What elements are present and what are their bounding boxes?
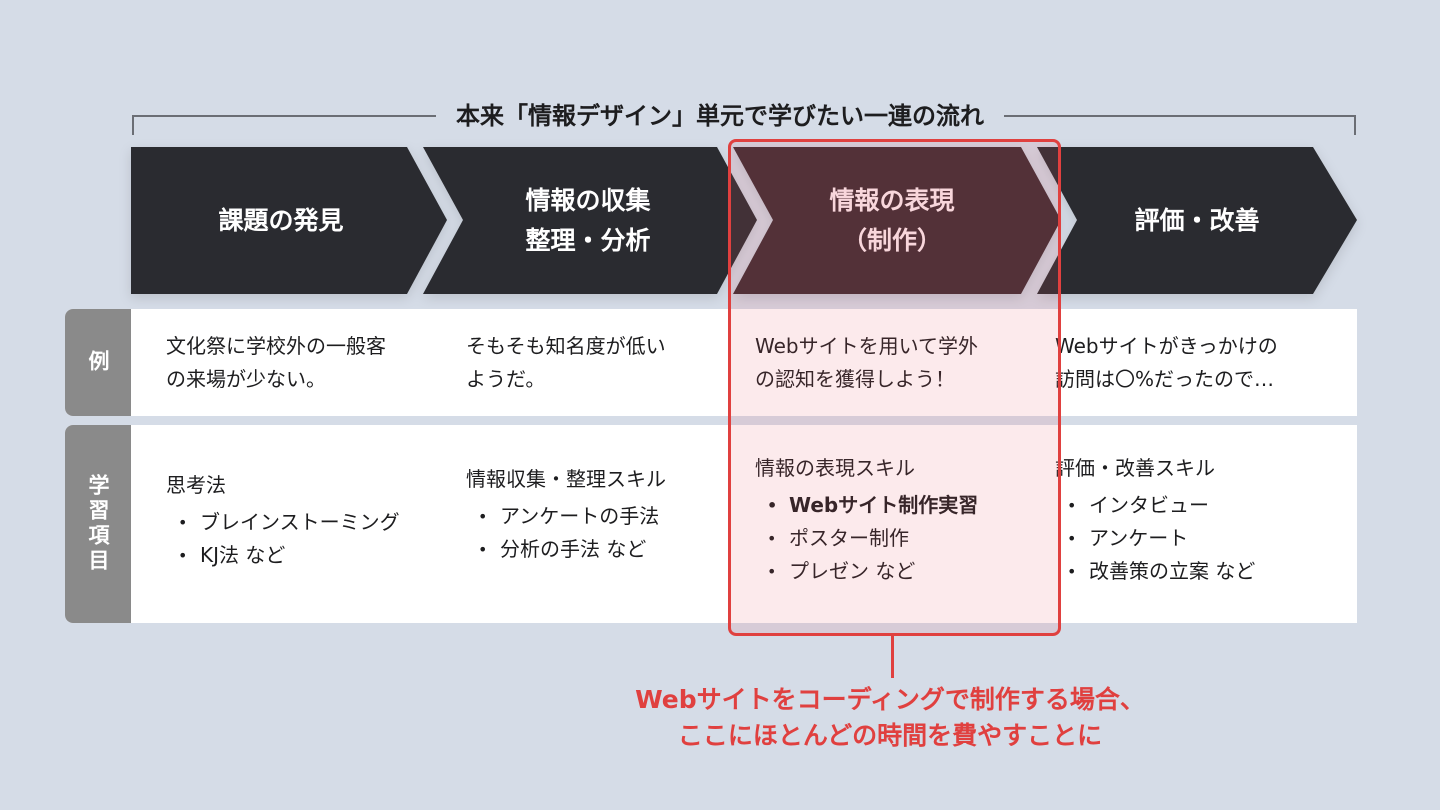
list-item: KJ法 など [166,539,400,572]
connector-line [891,636,894,678]
list-item: インタビュー [1055,489,1255,522]
stage-problem-discovery: 課題の発見 [218,205,344,235]
learning-heading: 情報収集・整理スキル [466,467,666,491]
example-row-label: 例 [65,309,131,416]
list-item: アンケート [1055,522,1255,555]
process-chevron-band: 課題の発見 情報の収集 整理・分析 情報の表現 （制作） 評価・改善 [131,147,1357,294]
learning-list: ブレインストーミング KJ法 など [166,506,400,572]
example-cell-2: そもそも知名度が低い ようだ。 [466,334,666,391]
learning-row: 学習項目 思考法 ブレインストーミング KJ法 など 情報収集・整理スキル アン… [65,425,1357,623]
annotation-note: Webサイトをコーディングで制作する場合、 ここにほとんどの時間を費やすことに [0,682,1440,754]
learning-row-label: 学習項目 [65,425,131,623]
stage-info-collection: 情報の収集 整理・分析 [525,185,651,255]
list-item: Webサイト制作実習 [755,489,978,522]
stage-info-expression: 情報の表現 （制作） [829,185,955,255]
learning-list: アンケートの手法 分析の手法 など [466,500,666,566]
learning-cell-4: 評価・改善スキル インタビュー アンケート 改善策の立案 など [1055,452,1255,588]
chevron-shapes [131,147,1357,294]
learning-heading: 思考法 [166,473,226,497]
example-row: 例 文化祭に学校外の一般客 の来場が少ない。 そもそも知名度が低い ようだ。 W… [65,309,1357,416]
list-item: ポスター制作 [755,522,978,555]
list-item: 分析の手法 など [466,533,666,566]
learning-cell-2: 情報収集・整理スキル アンケートの手法 分析の手法 など [466,463,666,566]
example-cell-1: 文化祭に学校外の一般客 の来場が少ない。 [166,334,386,391]
list-item: プレゼン など [755,555,978,588]
learning-cell-3: 情報の表現スキル Webサイト制作実習 ポスター制作 プレゼン など [755,452,978,588]
list-item: ブレインストーミング [166,506,400,539]
learning-cell-1: 思考法 ブレインストーミング KJ法 など [166,469,400,572]
learning-heading: 情報の表現スキル [755,456,915,480]
highlight-box [728,139,1061,636]
annotation-line-2: ここにほとんどの時間を費やすことに [677,721,1103,750]
diagram-title: 本来「情報デザイン」単元で学びたい一連の流れ [0,96,1440,131]
list-item: 改善策の立案 など [1055,555,1255,588]
example-cell-4: Webサイトがきっかけの 訪問は〇%だったので… [1055,334,1278,391]
stage-evaluation-improvement: 評価・改善 [1134,205,1260,235]
learning-list: Webサイト制作実習 ポスター制作 プレゼン など [755,489,978,588]
example-cell-3: Webサイトを用いて学外 の認知を獲得しよう！ [755,334,979,391]
learning-list: インタビュー アンケート 改善策の立案 など [1055,489,1255,588]
annotation-line-1: Webサイトをコーディングで制作する場合、 [635,685,1145,714]
learning-heading: 評価・改善スキル [1055,456,1215,480]
list-item: アンケートの手法 [466,500,666,533]
diagram-title-text: 本来「情報デザイン」単元で学びたい一連の流れ [436,102,1004,130]
